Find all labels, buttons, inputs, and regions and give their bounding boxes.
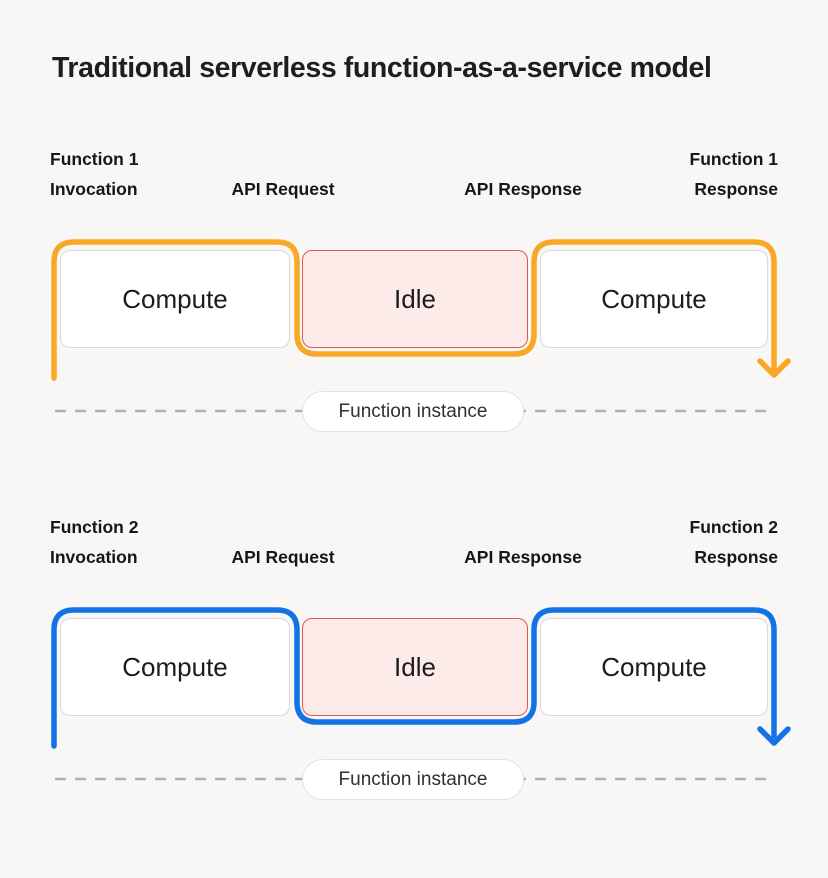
api-request-label: API Request <box>231 547 335 567</box>
function-instance-pill: Function instance <box>302 759 524 800</box>
compute-box: Compute <box>60 618 290 716</box>
function2-execution-path <box>51 607 777 749</box>
api-response-label: API Response <box>464 547 582 567</box>
function2-response-label: Function 2 Response <box>689 517 778 567</box>
function1-execution-path <box>51 239 777 381</box>
function1-invocation-label: Function 1 Invocation <box>50 149 139 199</box>
function1-timeline-svg <box>51 239 791 413</box>
function2-invocation-label: Function 2 Invocation <box>50 517 139 567</box>
api-request-label: API Request <box>231 179 335 199</box>
arrow-down-icon <box>757 358 791 378</box>
compute-box: Compute <box>540 618 768 716</box>
function1-response-label: Function 1 Response <box>689 149 778 199</box>
compute-box: Compute <box>60 250 290 348</box>
idle-box: Idle <box>302 250 528 348</box>
api-response-label: API Response <box>464 179 582 199</box>
page-title: Traditional serverless function-as-a-ser… <box>52 52 712 84</box>
idle-box: Idle <box>302 618 528 716</box>
function2-timeline-svg <box>51 607 791 781</box>
function-instance-pill: Function instance <box>302 391 524 432</box>
compute-box: Compute <box>540 250 768 348</box>
arrow-down-icon <box>757 726 791 746</box>
